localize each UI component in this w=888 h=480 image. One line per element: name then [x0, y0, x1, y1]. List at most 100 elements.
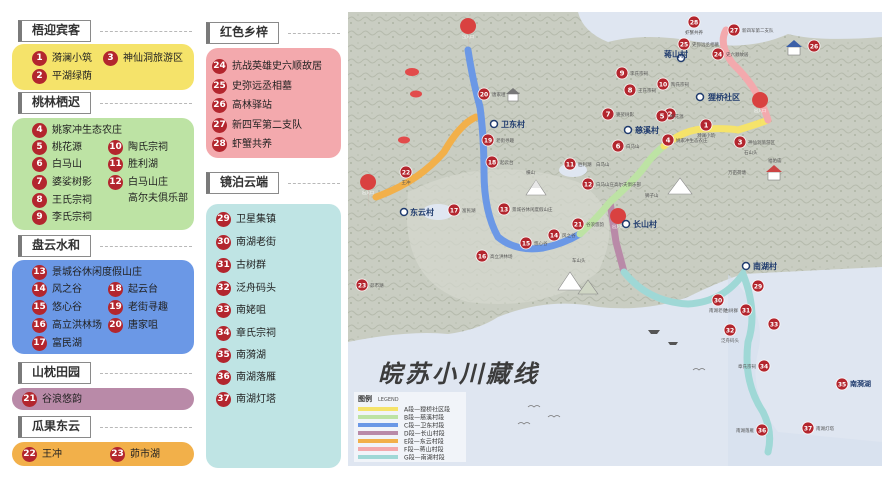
poi-number: 33 [770, 322, 778, 329]
poi-marker[interactable]: 33 [767, 317, 781, 331]
poi-marker[interactable]: 35 [835, 377, 849, 391]
entrance-pin[interactable]: 出入口 [460, 18, 477, 52]
poi-marker[interactable]: 29 [751, 279, 765, 293]
legend-swatch [358, 447, 398, 451]
house-icon [786, 40, 802, 56]
village-weidong[interactable]: 卫东村 [489, 119, 526, 129]
legend-label: D段—长山村段 [404, 430, 445, 438]
village-jiangshan[interactable]: 蒋山村 [664, 49, 688, 63]
house-icon [506, 88, 520, 102]
village-nanhu[interactable]: 南湖村 [741, 261, 778, 271]
poi-label: 风之谷 [562, 232, 576, 239]
poi-label: 唐家咀 [492, 91, 506, 98]
route-map[interactable]: 皖苏小川藏线 出入口 出入口 出入口 出入口 卫东村 蒋山村 狸桥社区 [348, 12, 882, 466]
village-dongyun[interactable]: 东云村 [399, 207, 435, 217]
entrance-pin[interactable]: 出入口 [752, 92, 769, 126]
village-changshan[interactable]: 长山村 [621, 219, 658, 229]
legend-swatch [358, 423, 398, 427]
svg-text:狸桥社区: 狸桥社区 [707, 92, 740, 102]
entrance-pin[interactable]: 出入口 [360, 174, 377, 208]
poi-marker[interactable]: 26 [807, 39, 821, 53]
poi-label: 桃花源 [670, 113, 684, 120]
poi-number: 18 [488, 160, 496, 167]
village-liqiao[interactable]: 狸桥社区 [695, 92, 741, 102]
entrance-pin[interactable]: 出入口 [610, 208, 627, 242]
divider [288, 183, 340, 184]
poi-label: 漪澜小筑 [697, 132, 715, 139]
boat-icon [648, 330, 678, 345]
village-cixi[interactable]: 慈溪村 [623, 125, 660, 135]
